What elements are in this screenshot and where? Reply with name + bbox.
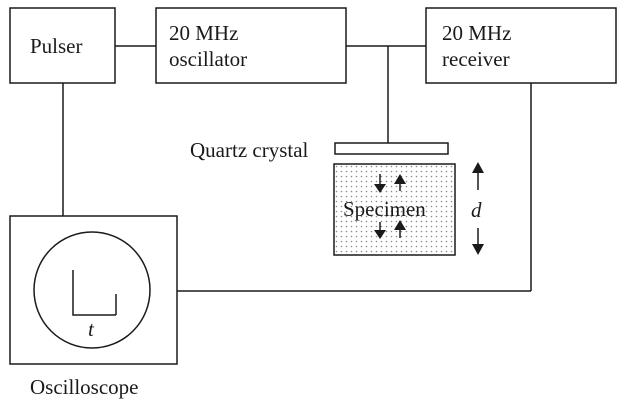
quartz-crystal-plate bbox=[334, 142, 449, 155]
oscilloscope-trace bbox=[72, 270, 116, 316]
receiver-box bbox=[425, 7, 617, 84]
time-axis-label: t bbox=[88, 317, 94, 341]
quartz-crystal-label: Quartz crystal bbox=[190, 138, 309, 162]
oscillator-label-line2: oscillator bbox=[169, 47, 248, 71]
oscillator-box bbox=[155, 7, 347, 84]
oscilloscope-label: Oscilloscope bbox=[30, 375, 139, 399]
oscilloscope-screen bbox=[33, 231, 151, 349]
pulser-box bbox=[9, 7, 116, 84]
oscillator-label-line1: 20 MHz bbox=[169, 21, 239, 45]
specimen-label: Specimen bbox=[343, 197, 426, 221]
wave-arrows-bottom bbox=[374, 220, 406, 239]
receiver-label-line1: 20 MHz bbox=[442, 21, 512, 45]
oscilloscope-box bbox=[9, 215, 178, 365]
wave-arrows-top bbox=[374, 174, 406, 193]
pulser-label: Pulser bbox=[30, 34, 83, 58]
thickness-arrows bbox=[472, 162, 484, 255]
receiver-label-line2: receiver bbox=[442, 47, 510, 71]
specimen-block bbox=[333, 163, 456, 256]
thickness-label: d bbox=[471, 198, 482, 222]
